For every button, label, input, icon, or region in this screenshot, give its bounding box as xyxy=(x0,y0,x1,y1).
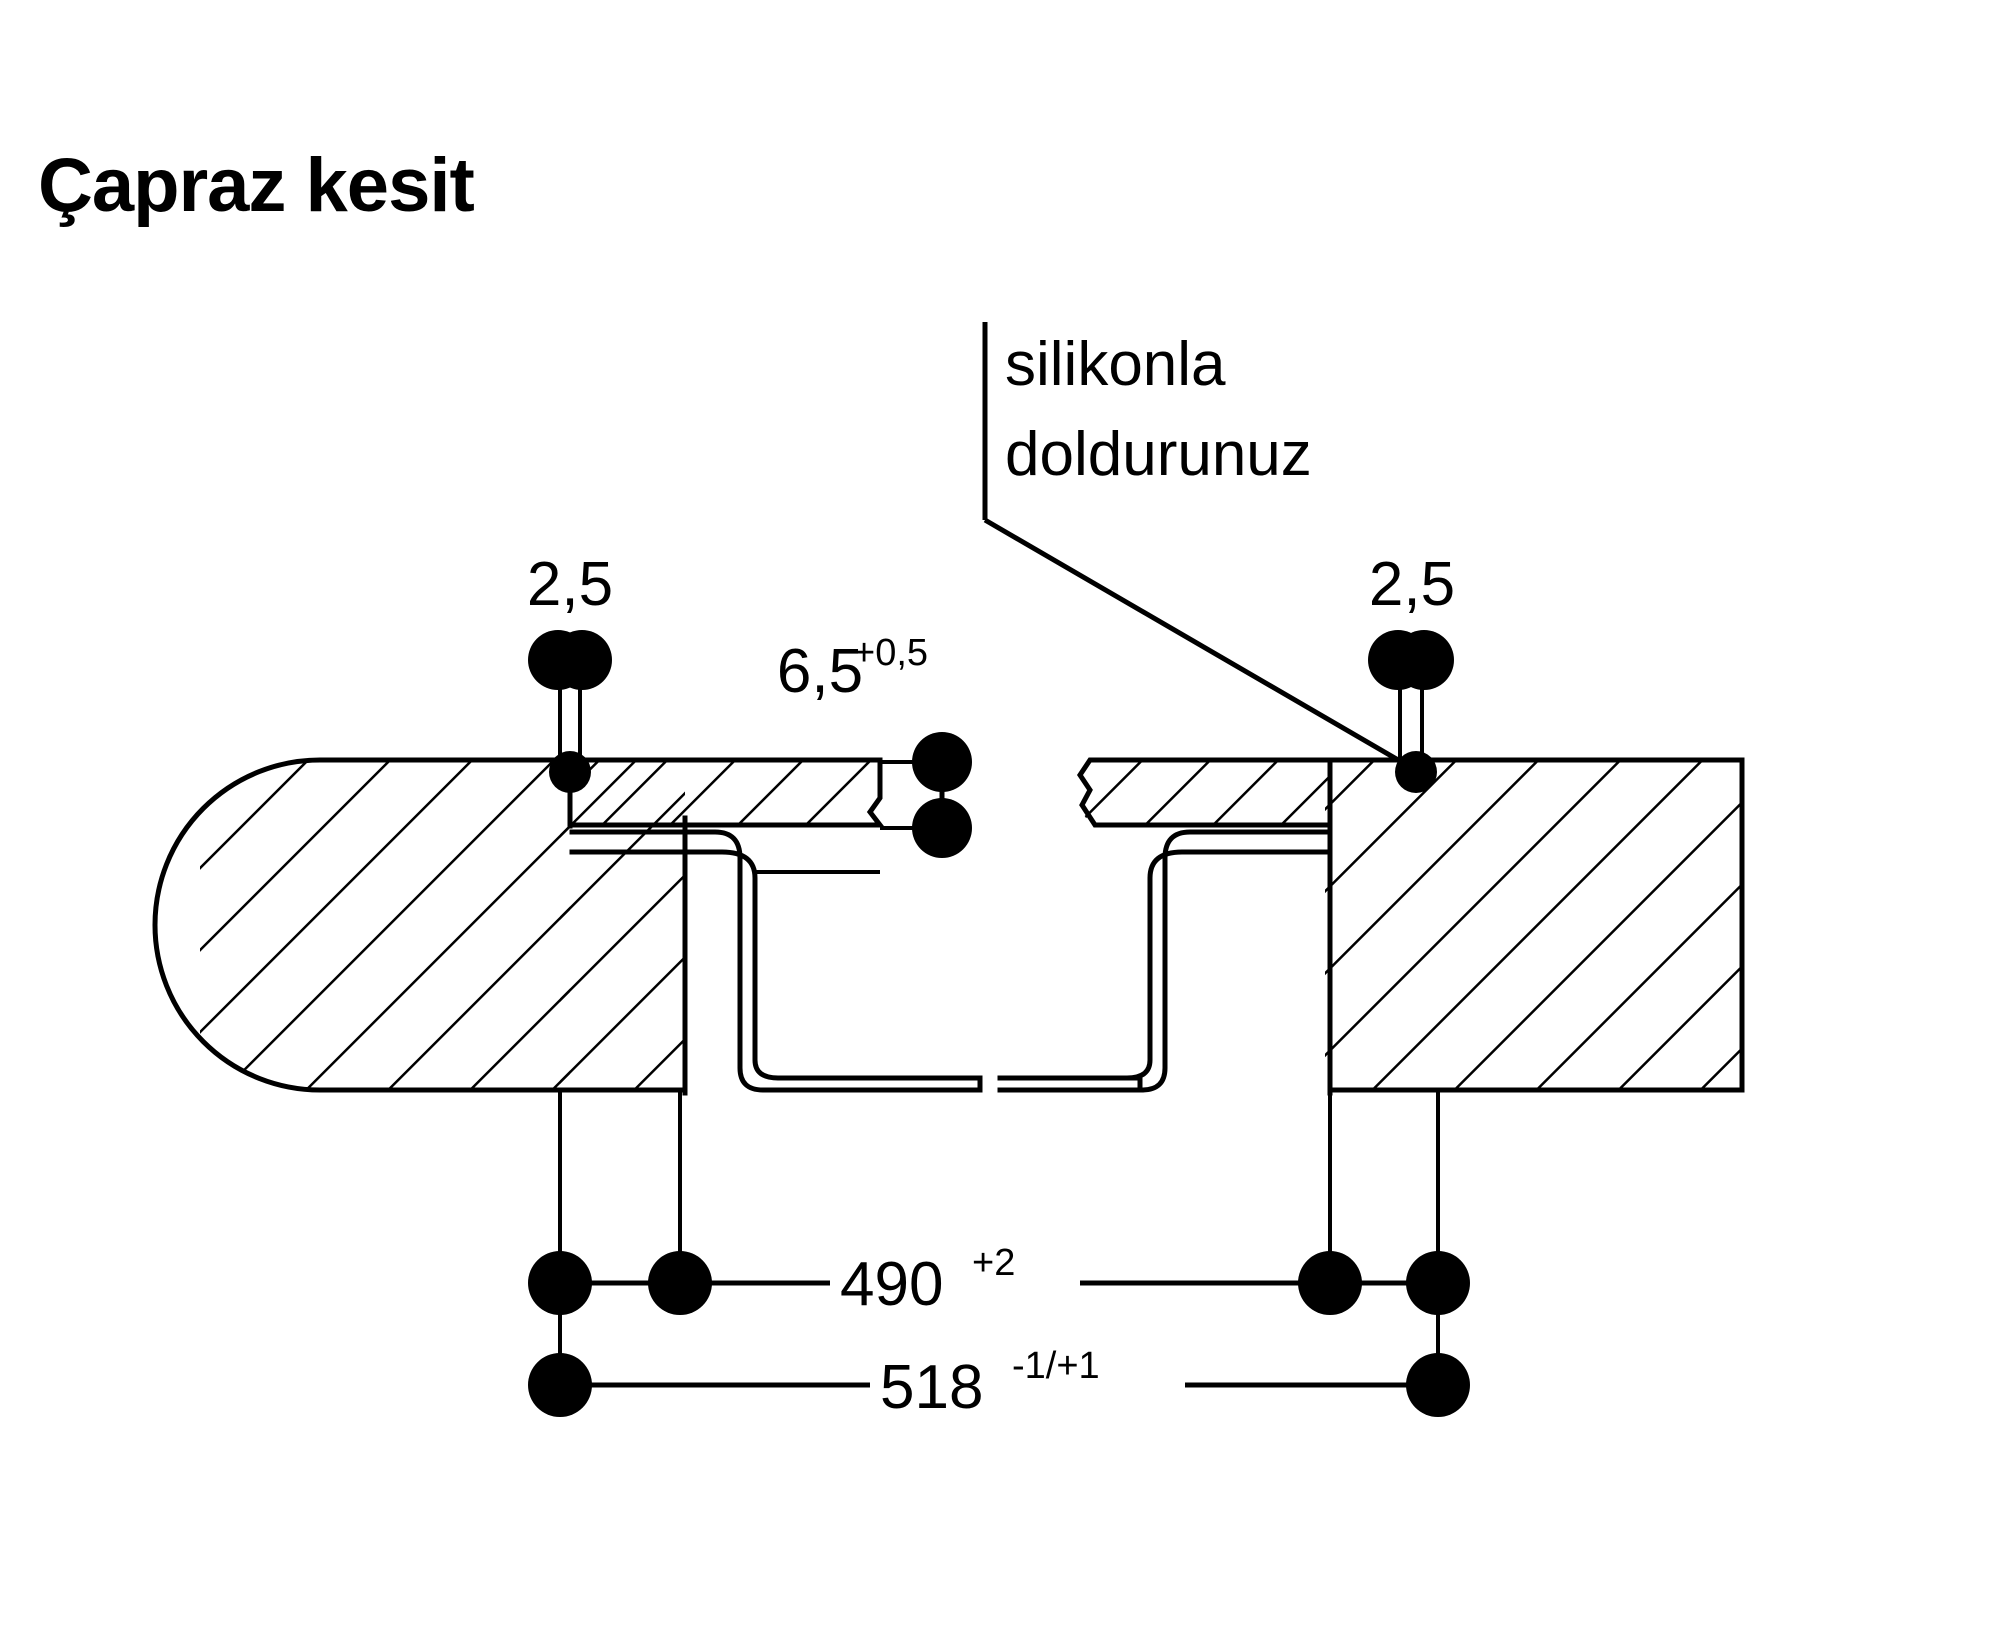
left-sink-profile-outer xyxy=(569,829,903,1093)
left-slab-outline xyxy=(152,757,688,1093)
dimension-overall-width: 518 -1/+1 xyxy=(528,1345,1470,1422)
dim-490-dot-2 xyxy=(648,1251,712,1315)
dimension-left-edge-gap: 2,5 xyxy=(527,550,613,793)
dimension-tolerance-overall-width: -1/+1 xyxy=(1012,1345,1100,1387)
right-25-dot-b xyxy=(1394,630,1454,690)
dim-490-dot-1 xyxy=(528,1251,592,1315)
dimension-cutout-width: 490 +2 xyxy=(528,1242,1470,1319)
note-line-2: doldurunuz xyxy=(1005,420,1312,489)
dim-490-dot-3 xyxy=(1298,1251,1362,1315)
dimension-tolerance-rim-thickness: +0,5 xyxy=(853,632,928,674)
right-sink-rim xyxy=(1076,757,1333,828)
dimension-label-rim-thickness: 6,5 xyxy=(777,637,863,706)
left-sink-profile xyxy=(569,829,903,1093)
dimension-label-left-gap: 2,5 xyxy=(527,550,613,619)
right-25-corner-dot xyxy=(1395,751,1437,793)
dim-518-dot-right xyxy=(1406,1353,1470,1417)
silicone-note: silikonla doldurunuz xyxy=(982,322,1414,771)
dimension-right-edge-gap: 2,5 xyxy=(1368,550,1455,793)
dimension-rim-thickness: 6,5 +0,5 xyxy=(777,632,972,858)
rim-thk-dot-bot xyxy=(912,798,972,858)
dimension-label-right-gap: 2,5 xyxy=(1369,550,1455,619)
rim-thk-dot-top xyxy=(912,732,972,792)
dimension-label-overall-width: 518 xyxy=(880,1353,983,1422)
page-title: Çapraz kesit xyxy=(38,143,475,228)
left-rim-outline xyxy=(569,757,886,828)
note-diagonal-leader xyxy=(983,517,1414,771)
right-sink-profile-inner xyxy=(997,849,1333,1081)
left-25-corner-dot xyxy=(549,751,591,793)
left-25-dot-b xyxy=(552,630,612,690)
right-sink-profile-outer xyxy=(997,829,1333,1093)
bottom-extension-lines xyxy=(558,1090,1440,1385)
left-sink-rim xyxy=(569,757,886,828)
dimension-label-cutout-width: 490 xyxy=(840,1250,943,1319)
dim-490-dot-4 xyxy=(1406,1251,1470,1315)
note-line-1: silikonla xyxy=(1005,330,1226,399)
dimension-tolerance-cutout-width: +2 xyxy=(972,1242,1015,1284)
right-rim-outline xyxy=(1076,757,1333,828)
right-sink-profile xyxy=(997,829,1333,1093)
left-sink-profile-inner xyxy=(569,849,903,1081)
dim-518-dot-left xyxy=(528,1353,592,1417)
right-countertop-slab xyxy=(1325,757,1745,1096)
